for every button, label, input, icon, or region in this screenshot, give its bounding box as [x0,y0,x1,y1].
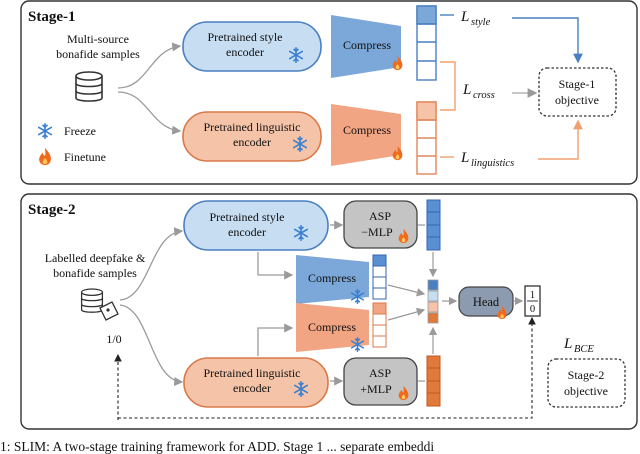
loss-ling-base: L [460,150,469,166]
concat-embedding [427,279,439,324]
stage2-style-encoder-label-2: encoder [228,225,266,239]
stage2-objective-label-2: objective [564,384,608,398]
stage2-compress-ling [296,303,369,352]
stage2-ling-encoder-label-1: Pretrained linguistic [204,366,301,380]
arrow-style-to-concat [387,284,426,297]
arrow-to-ling-encoder-2 [119,304,184,387]
stage2-title: Stage-2 [28,202,76,218]
stage2-ling-encoder [183,357,329,408]
output-top-value: 1 [530,290,535,301]
stage2-compress-style [296,255,369,304]
loss-cross-sub: cross [473,90,495,101]
stage1-style-encoder-label-2: encoder [226,45,264,59]
loss-bce-base: L [563,336,572,352]
arrow-to-ling-encoder [117,91,182,135]
loss-bce-sub: BCE [574,344,594,355]
stage1-objective-box [538,67,617,117]
arrow-to-style-encoder-2 [119,227,184,301]
flame-icon [39,147,51,166]
loss-style-sub: style [471,17,491,28]
stage2-samples-label-2: bonafide samples [53,266,137,280]
asp-top-label-1: ASP [369,209,391,223]
database-icon [80,288,104,313]
stage1-ling-encoder-label-1: Pretrained linguistic [204,120,301,134]
asp-top-embedding [426,199,441,251]
cross-bracket [440,61,456,111]
database-icon [75,71,103,102]
stage1-compress-style [331,15,401,78]
stage2-style-encoder [183,200,329,251]
label-feedback-path [118,316,536,419]
loss-cross-base: L [462,82,471,98]
arrow-style-to-compress [257,252,294,280]
stage1-style-encoder-label-1: Pretrained style [208,30,283,44]
stage1-ling-embedding [416,101,437,175]
legend-finetune-label: Finetune [64,150,106,164]
asp-bot-label-1: ASP [369,366,391,380]
asp-bot-embedding [426,355,441,407]
stage1-objective-label-1: Stage-1 [559,77,596,91]
asp-mlp-top [343,200,418,249]
asp-top-label-2: −MLP [361,225,393,239]
legend-freeze-label: Freeze [64,124,96,138]
arrow-ling-loss-to-objective [538,119,583,160]
stage2-style-compress-embedding [372,254,387,300]
stage2-ling-encoder-label-2: encoder [233,381,271,395]
stage2-compress-ling-label: Compress [308,320,356,334]
stage1-panel [20,0,638,185]
head-label: Head [473,295,500,309]
stage2-samples-label-1: Labelled deepfake & [45,251,146,265]
arrow-ling-to-compress [257,323,294,356]
stage2-compress-style-label: Compress [308,271,356,285]
asp-mlp-bottom [343,357,418,406]
stage1-compress-style-label: Compress [343,38,391,52]
stage1-ling-encoder [182,111,322,162]
figure-caption-fragment: 1: SLIM: A two-stage training framework … [0,439,434,454]
stage2-objective-label-1: Stage-2 [568,368,605,382]
stage1-samples-label-1: Multi-source [67,32,129,46]
stage1-style-embedding [416,5,437,81]
stage1-compress-ling [331,104,401,166]
stage2-style-encoder-label-1: Pretrained style [210,210,285,224]
arrow-to-style-encoder [117,42,182,89]
stage1-ling-encoder-label-2: encoder [233,135,271,149]
arrow-style-loss-to-objective [512,17,583,64]
stage2-panel [20,193,638,430]
stage1-title: Stage-1 [28,9,76,25]
asp-bot-label-2: +MLP [360,382,392,396]
loss-style-base: L [460,9,469,25]
label-tag-icon [99,301,119,321]
stage2-objective-box [547,358,626,408]
stage1-objective-label-2: objective [555,93,599,107]
stage2-ling-compress-embedding [372,302,387,348]
stage1-samples-label-2: bonafide samples [56,47,140,61]
stage2-label-1-0: 1/0 [106,332,121,346]
arrow-ling-to-concat [387,307,426,321]
stage1-compress-ling-label: Compress [343,123,391,137]
output-bottom-value: 0 [530,304,535,315]
snowflake-icon [37,123,53,139]
loss-ling-sub: linguistics [471,158,514,169]
stage1-style-encoder [182,21,322,72]
